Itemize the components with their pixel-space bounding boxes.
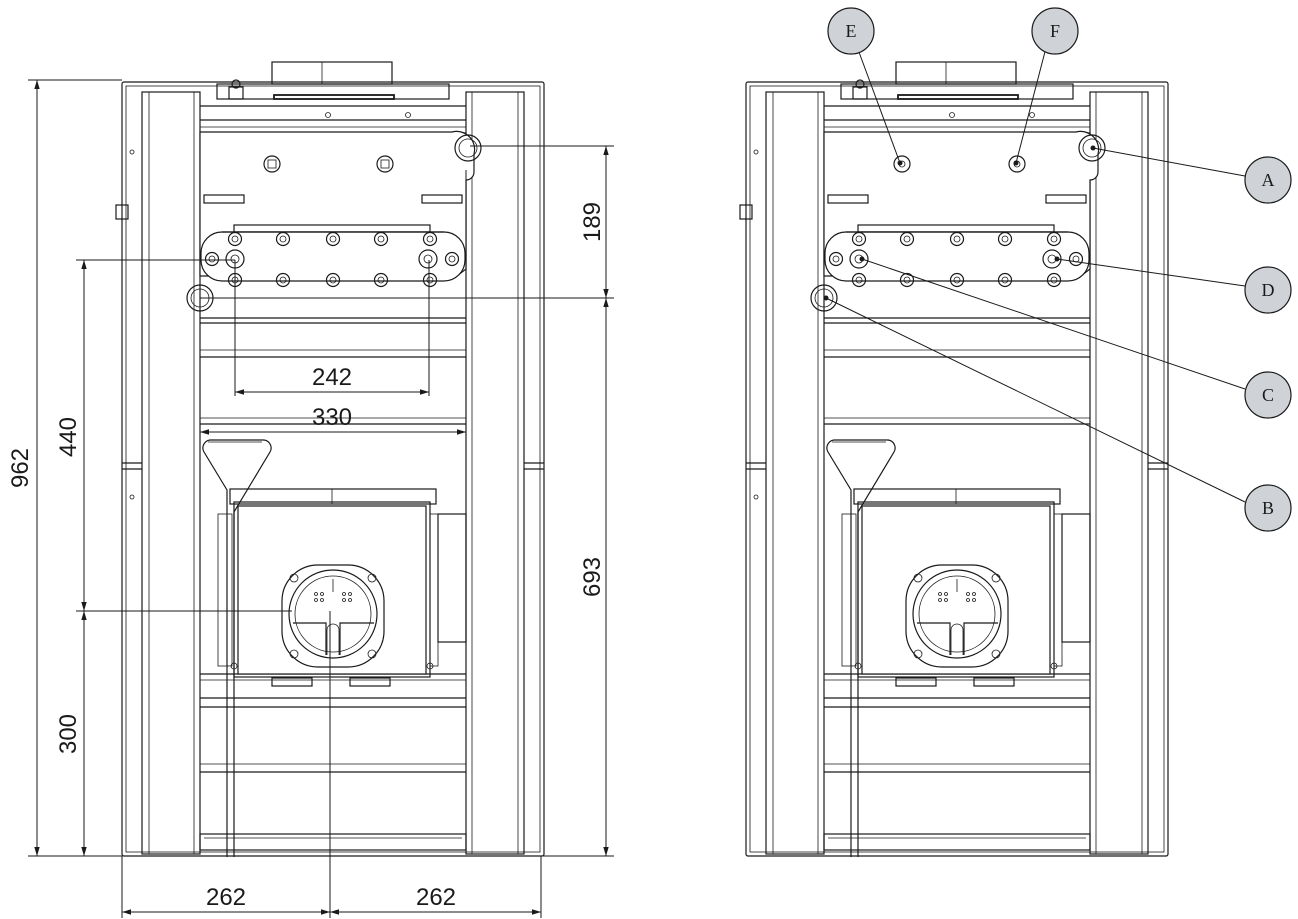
callout-f: F: [1031, 7, 1079, 55]
dim-top-to-manifold: 189: [579, 202, 606, 242]
dim-base-height: 300: [55, 714, 82, 754]
callout-c: C: [1244, 371, 1292, 419]
dim-pipe-spacing-inner: 242: [312, 364, 352, 391]
svg-text:A: A: [1262, 170, 1275, 190]
right-view: [739, 61, 1169, 858]
callout-leaders: [823, 43, 1246, 503]
svg-text:B: B: [1262, 498, 1274, 518]
callout-a: A: [1244, 156, 1292, 204]
dim-half-width-left: 262: [206, 884, 246, 911]
callout-e: E: [827, 7, 875, 55]
dim-connection-height: 440: [55, 417, 82, 457]
dimension-labels: 962 440 300 189 693 242 330 262 262: [7, 202, 606, 911]
callout-b: B: [1244, 484, 1292, 532]
callout-d: D: [1244, 266, 1292, 314]
svg-text:C: C: [1262, 385, 1274, 405]
svg-text:F: F: [1050, 21, 1060, 41]
dimension-lines: [28, 79, 614, 918]
dim-total-height: 962: [7, 448, 34, 488]
svg-text:E: E: [846, 21, 857, 41]
dim-manifold-to-floor: 693: [579, 557, 606, 597]
svg-text:D: D: [1262, 280, 1275, 300]
dim-pipe-spacing-outer: 330: [312, 404, 352, 431]
callout-bubbles: A D C B E F: [827, 7, 1292, 532]
dim-half-width-right: 262: [416, 884, 456, 911]
